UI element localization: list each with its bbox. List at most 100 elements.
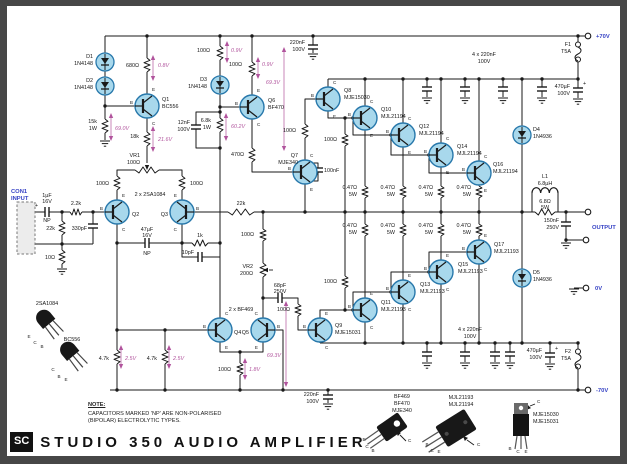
arrowhead: [118, 364, 124, 369]
label: 5W: [463, 192, 472, 198]
line: [398, 137, 409, 146]
wire: [304, 98, 316, 124]
label: 2.5V: [172, 356, 185, 362]
label: 2.2k: [71, 201, 81, 207]
label: 6.8µH: [538, 181, 553, 187]
junction-dot: [163, 388, 167, 392]
trimpot: [134, 166, 160, 174]
label: L1: [542, 174, 548, 180]
label: 69.0V: [115, 126, 130, 132]
label: 0.47Ω: [418, 223, 433, 229]
label: 69.3V: [266, 80, 281, 86]
pin-label-Q4: C: [225, 311, 229, 316]
pin-label-Q7: B: [288, 166, 291, 171]
publisher-logo: SC: [10, 432, 34, 452]
label: C: [516, 449, 520, 454]
line: [360, 120, 371, 129]
line: [466, 439, 475, 446]
label: 100V: [478, 59, 491, 65]
label: 680Ω: [126, 63, 139, 69]
input-connector: [16, 201, 36, 255]
label: 220nF: [290, 40, 306, 46]
arrowhead: [242, 358, 248, 363]
fuse-end: [575, 348, 581, 355]
label: 5W: [349, 230, 358, 236]
pin-label-Q3: C: [174, 227, 178, 232]
label: MJL21194: [493, 169, 518, 175]
resistor: [259, 228, 267, 242]
junction-dot: [508, 341, 512, 345]
arrowhead: [283, 301, 289, 306]
junction-dot: [163, 328, 167, 332]
resistor: [534, 208, 556, 216]
junction-dot: [60, 242, 64, 246]
label: C: [408, 438, 412, 443]
label: 0.47Ω: [418, 185, 433, 191]
junction-dot: [463, 77, 467, 81]
pin-label-Q4: E: [225, 345, 228, 350]
junction-dot: [115, 328, 119, 332]
junction-dot: [218, 241, 222, 245]
pin-label-Q15: E: [446, 253, 449, 258]
pin-label-Q5: E: [255, 345, 258, 350]
line: [247, 96, 258, 105]
resistor: [341, 133, 349, 147]
resistor: [69, 208, 83, 216]
pin-label-Q10: E: [370, 133, 373, 138]
inductor: [531, 187, 559, 194]
label: C: [430, 448, 434, 453]
arrowhead: [223, 113, 229, 118]
label: BF470: [394, 401, 410, 407]
resistor: [294, 303, 302, 317]
pin-label-Q2: C: [122, 227, 126, 232]
wire: [428, 251, 467, 272]
resistor: [191, 239, 209, 247]
pin-label-Q3: B: [196, 206, 199, 211]
junction-dot: [311, 34, 315, 38]
label: INPUT: [11, 196, 29, 202]
label: Q5: [242, 330, 249, 336]
wire: [390, 271, 429, 292]
label: 21.6V: [157, 137, 173, 143]
pin-label-Q10: C: [370, 99, 374, 104]
wire: [352, 118, 391, 136]
line: [398, 294, 409, 303]
label: 100Ω: [197, 48, 210, 54]
pin-label-Q14: B: [424, 149, 427, 154]
diode-symbol: [216, 81, 224, 87]
junction-dot: [501, 77, 505, 81]
junction-dot: [540, 77, 544, 81]
label: VR1: [130, 153, 141, 159]
resistor: [113, 349, 121, 365]
line: [215, 332, 226, 341]
wire: [297, 316, 308, 331]
label: D5: [533, 270, 540, 276]
label: C: [537, 399, 541, 404]
resistor: [361, 223, 369, 237]
resistor: [143, 131, 151, 147]
fuse-end: [575, 41, 581, 48]
terminal: [584, 208, 592, 216]
junction-dot: [401, 210, 405, 214]
line: [215, 319, 226, 328]
note-line: CAPACITORS MARKED 'NP' ARE NON-POLARISED: [88, 410, 222, 417]
label: Q12: [419, 124, 429, 130]
line: [315, 319, 326, 328]
line: [398, 124, 409, 133]
resistor: [113, 175, 121, 191]
label: Q4: [234, 330, 241, 336]
label: 60.2V: [231, 124, 246, 130]
label: 1µF: [42, 193, 52, 199]
label: -70V: [596, 388, 608, 394]
label: 100V: [306, 399, 319, 405]
label: 250V: [274, 289, 287, 295]
label: MJL21193: [420, 289, 445, 295]
arrowhead: [150, 55, 156, 60]
junction-dot: [343, 308, 347, 312]
label: 5W: [387, 230, 396, 236]
label: 16V: [142, 233, 152, 239]
resistor: [58, 220, 66, 236]
label: Q14: [457, 144, 467, 150]
label: F2: [565, 349, 571, 355]
label: +: [35, 203, 38, 209]
